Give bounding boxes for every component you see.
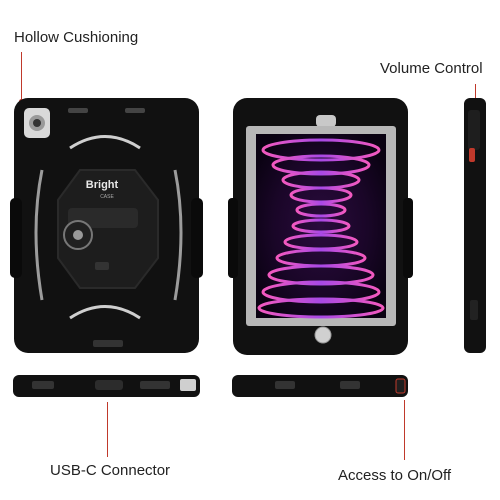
case-top-edge-view: [232, 375, 408, 397]
callout-line-onoff: [404, 400, 405, 460]
label-volume-control: Volume Control: [380, 60, 483, 77]
case-bottom-edge-view: [13, 375, 200, 397]
case-side-view: [464, 98, 486, 353]
case-back-view: Bright CASE: [10, 98, 203, 353]
callout-line-usb: [107, 402, 108, 457]
case-front-view: [228, 98, 413, 355]
brand-logo: Bright: [86, 179, 119, 191]
label-hollow-cushioning: Hollow Cushioning: [14, 29, 139, 46]
label-access-on-off: Access to On/Off: [338, 467, 452, 484]
label-usb-c-connector: USB-C Connector: [50, 462, 171, 479]
callout-line-hollow: [21, 52, 22, 102]
svg-text:CASE: CASE: [100, 194, 114, 200]
